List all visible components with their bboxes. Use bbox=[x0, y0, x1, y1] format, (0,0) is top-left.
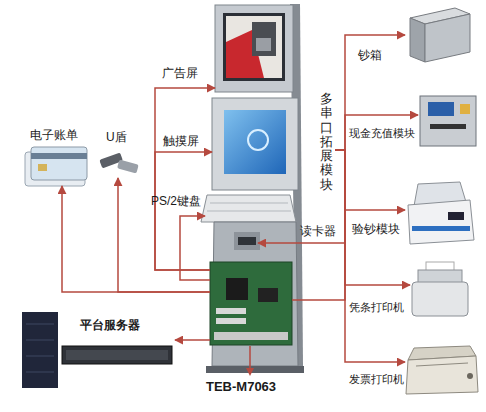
board-chip bbox=[258, 288, 278, 302]
card-reader-bezel bbox=[234, 232, 260, 250]
keyboard-row bbox=[210, 203, 288, 204]
e-bill: 电子账单 bbox=[25, 147, 88, 186]
cash-box: 钞箱 bbox=[405, 8, 470, 62]
device-label: TEB-M7063 bbox=[206, 380, 276, 394]
cash-box bbox=[425, 14, 470, 62]
device-label: 电子账单 bbox=[30, 128, 78, 142]
invoice-slot bbox=[416, 363, 468, 366]
device-label: U盾 bbox=[106, 130, 127, 144]
keyboard-row bbox=[207, 211, 291, 212]
connector-arrow bbox=[335, 150, 410, 285]
connector-arrow bbox=[335, 115, 418, 150]
device-label: 发票打印机 bbox=[349, 372, 404, 386]
board-slot bbox=[216, 318, 246, 324]
device-label: 广告屏 bbox=[162, 66, 198, 80]
server-rack bbox=[22, 312, 58, 388]
cash-module-screen bbox=[428, 102, 454, 116]
card-reader-slot bbox=[238, 237, 256, 245]
network-switch bbox=[62, 346, 172, 364]
ad-picture-keypad bbox=[256, 38, 271, 51]
cash-module bbox=[420, 96, 476, 146]
cash-module-sticker bbox=[460, 104, 470, 114]
detector-display bbox=[448, 212, 464, 220]
connector-arrow bbox=[155, 152, 212, 270]
mainboard: TEB-M7063 bbox=[210, 262, 292, 345]
receipt-printer: 凭条打印机 bbox=[410, 260, 470, 318]
card-chip bbox=[38, 164, 47, 171]
touch-screen: 触摸屏 bbox=[212, 98, 298, 190]
bank-card bbox=[31, 147, 87, 180]
device-label: 平台服务器 bbox=[80, 318, 140, 332]
cash-module-slot bbox=[430, 124, 466, 129]
card-reader: 读卡器 bbox=[236, 234, 258, 250]
keyboard bbox=[201, 195, 296, 222]
invoice-printer: 发票打印机 bbox=[405, 345, 479, 395]
board-connectors bbox=[214, 332, 288, 340]
switch-panel bbox=[66, 350, 168, 360]
board-chip bbox=[226, 278, 248, 300]
serial-expansion-module: 多串口拓展模块 bbox=[318, 92, 335, 192]
invoice-knob bbox=[467, 373, 473, 379]
ad-screen bbox=[223, 13, 285, 81]
leader-arrow bbox=[249, 346, 251, 369]
cash-module: 现金充值模块 bbox=[418, 94, 478, 148]
device-label: PS/2键盘 bbox=[151, 194, 201, 208]
ad-screen-housing bbox=[215, 5, 293, 92]
rack-line bbox=[26, 356, 54, 357]
connector-arrow bbox=[292, 150, 345, 300]
keyboard: PS/2键盘 bbox=[205, 195, 290, 222]
connector-arrow bbox=[118, 178, 210, 292]
device-label: 钞箱 bbox=[358, 48, 382, 62]
usb-key: U盾 bbox=[98, 150, 140, 178]
device-label: 读卡器 bbox=[300, 224, 336, 238]
device-label: 现金充值模块 bbox=[349, 126, 415, 140]
ad-picture bbox=[226, 16, 282, 78]
device-label: 验钞模块 bbox=[352, 222, 400, 236]
connector-arrow bbox=[180, 216, 210, 280]
mainboard bbox=[210, 262, 292, 345]
connector-arrow bbox=[62, 186, 210, 292]
board-slot bbox=[216, 308, 246, 314]
touch-screen bbox=[224, 110, 286, 174]
connector-arrow bbox=[335, 150, 405, 362]
ad-picture-device bbox=[252, 22, 276, 56]
invoice-printer bbox=[406, 356, 478, 394]
counterfeit-detector bbox=[408, 200, 474, 244]
touch-screen-housing bbox=[212, 98, 298, 190]
vertical-label: 多串口拓展模块 bbox=[320, 92, 333, 192]
card-stripe bbox=[31, 153, 87, 159]
connector-arrow bbox=[155, 88, 215, 270]
rack-line bbox=[26, 324, 54, 325]
receipt-printer bbox=[412, 282, 468, 316]
cash-box bbox=[410, 18, 425, 62]
counterfeit-detector: 验钞模块 bbox=[405, 180, 476, 246]
touch-icon bbox=[248, 130, 268, 150]
rack-line bbox=[26, 372, 54, 373]
usb-key bbox=[117, 160, 139, 174]
kiosk-base bbox=[206, 366, 304, 373]
device-label: 触摸屏 bbox=[163, 134, 199, 148]
device-label: 凭条打印机 bbox=[349, 300, 404, 314]
rack-line bbox=[26, 340, 54, 341]
detector-stripe bbox=[412, 226, 470, 231]
leader-arrow-head bbox=[246, 368, 254, 376]
platform-server: 平台服务器 bbox=[20, 310, 175, 390]
ad-screen: 广告屏 bbox=[215, 5, 293, 92]
connector-arrow bbox=[175, 339, 210, 341]
